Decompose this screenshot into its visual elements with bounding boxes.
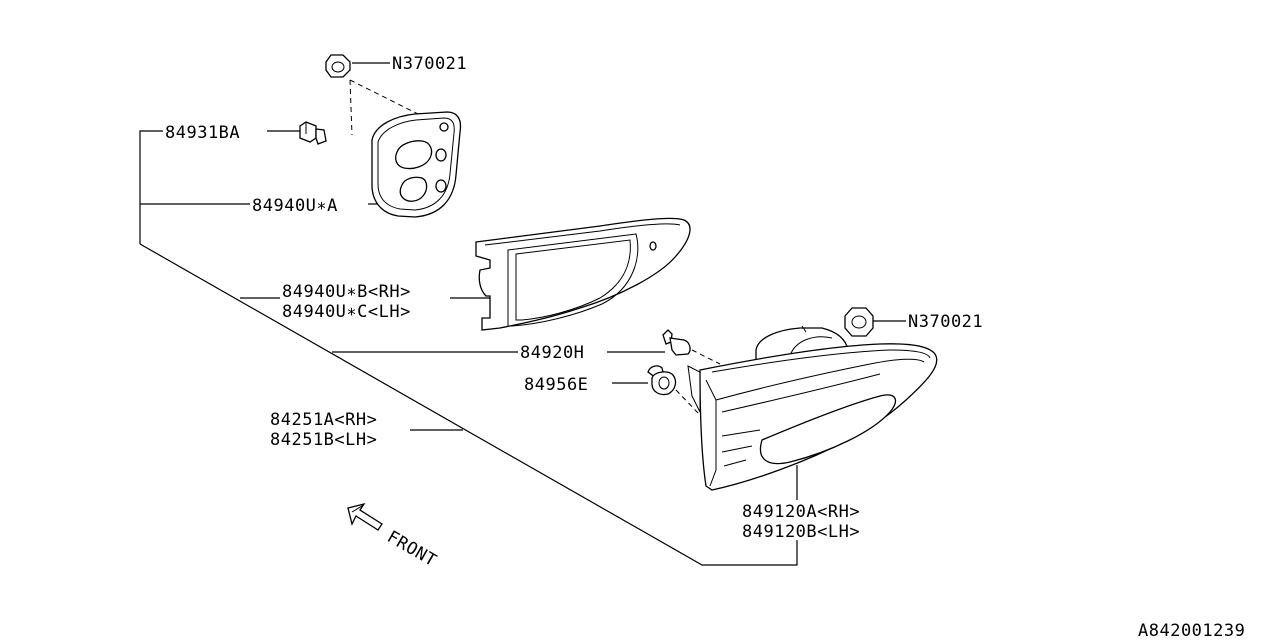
label-nut-top: N370021: [392, 54, 467, 74]
bulb-h-part: [662, 329, 721, 365]
label-lamp-rh: 84251A<RH>: [270, 410, 377, 430]
label-lens-lh: 849120B<LH>: [742, 522, 860, 542]
bulb-e-part: [647, 365, 701, 416]
label-bulb-h: 84920H: [520, 343, 584, 363]
label-gasket-a: 84940U∗A: [252, 196, 338, 216]
label-socket: 84931BA: [165, 123, 240, 143]
label-gasket-b: 84940U∗B<RH>: [282, 282, 411, 302]
gasket-bc-part: [475, 217, 691, 331]
label-lens-rh: 849120A<RH>: [742, 502, 860, 522]
label-lamp-lh: 84251B<LH>: [270, 430, 377, 450]
label-nut-right: N370021: [908, 312, 983, 332]
socket-part: [299, 121, 327, 145]
label-gasket-c: 84940U∗C<LH>: [282, 302, 411, 322]
diagram-id: A842001239: [1138, 621, 1245, 640]
part-labels: N370021 84931BA 84940U∗A 84940U∗B<RH> 84…: [165, 54, 1245, 640]
label-front: FRONT: [384, 527, 440, 571]
label-bulb-e: 84956E: [524, 375, 588, 395]
leader-lines: [139, 62, 906, 566]
front-arrow-icon: [347, 502, 383, 531]
gasket-a-part: [371, 111, 462, 218]
lamp-assembly-part: [699, 325, 938, 491]
nut-right-part: [844, 307, 874, 337]
